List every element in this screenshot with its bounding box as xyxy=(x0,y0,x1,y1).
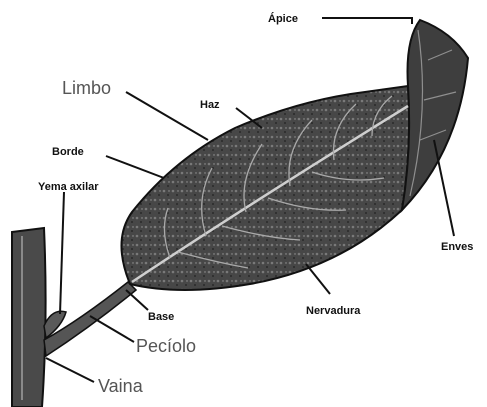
leader-limbo xyxy=(126,92,208,140)
leader-base xyxy=(126,290,148,310)
leader-peciolo xyxy=(90,316,134,342)
leader-apice xyxy=(322,18,412,24)
label-apice: Ápice xyxy=(268,12,298,25)
label-borde: Borde xyxy=(52,146,84,158)
label-peciolo: Pecíolo xyxy=(136,336,196,356)
leader-yema-axilar xyxy=(60,192,64,314)
leaf-underside xyxy=(402,20,468,210)
leader-enves xyxy=(434,140,454,236)
label-limbo: Limbo xyxy=(62,78,111,98)
label-yema-axilar: Yema axilar xyxy=(38,181,99,193)
leader-nervadura xyxy=(306,264,330,294)
label-vaina: Vaina xyxy=(98,376,144,396)
label-haz: Haz xyxy=(200,99,220,111)
stem xyxy=(12,228,46,407)
label-enves: Enves xyxy=(441,241,473,253)
label-nervadura: Nervadura xyxy=(306,305,361,317)
leader-borde xyxy=(106,156,164,178)
label-base: Base xyxy=(148,311,174,323)
leader-vaina xyxy=(46,358,94,382)
